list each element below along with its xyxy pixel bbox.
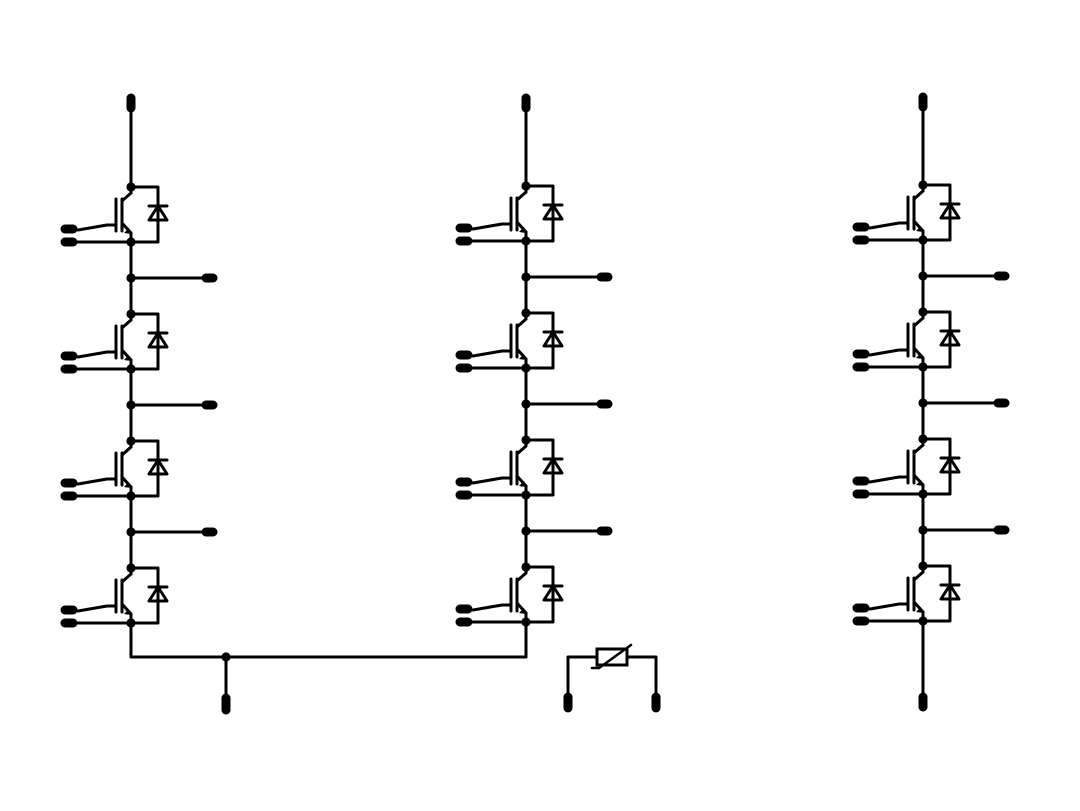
diode-loop bbox=[524, 311, 555, 370]
diode-triangle-icon bbox=[147, 204, 169, 222]
diode-loop bbox=[524, 565, 555, 624]
igbt-diode-switch-icon bbox=[60, 436, 169, 501]
leg-3 bbox=[852, 92, 1010, 712]
diode-loop bbox=[921, 310, 952, 369]
diode-triangle-icon bbox=[939, 583, 961, 601]
diode-triangle-icon bbox=[147, 458, 169, 476]
thermistor-slash bbox=[590, 643, 633, 670]
gate-lead bbox=[76, 223, 118, 232]
diode-triangle-icon bbox=[147, 331, 169, 349]
diode-loop bbox=[129, 439, 160, 498]
gate-lead bbox=[868, 602, 910, 611]
gate-lead bbox=[868, 221, 910, 230]
emitter-arrow-icon bbox=[124, 355, 131, 361]
diode-triangle-icon bbox=[939, 456, 961, 474]
leg-2 bbox=[455, 93, 613, 627]
thermistor-body-icon bbox=[595, 647, 629, 667]
igbt-diode-switch-icon bbox=[852, 180, 961, 245]
igbt-diode-switch-icon bbox=[852, 434, 961, 499]
emitter-arrow-icon bbox=[916, 353, 923, 359]
diode-loop bbox=[129, 312, 160, 371]
diode-loop bbox=[524, 438, 555, 497]
igbt-diode-switch-icon bbox=[455, 308, 564, 373]
diode-loop bbox=[129, 185, 160, 244]
gate-lead bbox=[868, 475, 910, 484]
gate-lead bbox=[76, 350, 118, 359]
emitter-arrow-icon bbox=[124, 609, 131, 615]
emitter-arrow-icon bbox=[519, 354, 526, 360]
diode-triangle-icon bbox=[939, 202, 961, 220]
gate-lead bbox=[471, 349, 513, 358]
gate-lead bbox=[471, 222, 513, 231]
diode-loop bbox=[524, 184, 555, 243]
igbt-diode-switch-icon bbox=[60, 563, 169, 628]
leg-1 bbox=[60, 93, 218, 628]
emitter-arrow-icon bbox=[519, 608, 526, 614]
igbt-diode-switch-icon bbox=[60, 309, 169, 374]
diode-triangle-icon bbox=[542, 584, 564, 602]
igbt-diode-switch-icon bbox=[60, 182, 169, 247]
gate-lead bbox=[76, 604, 118, 613]
diode-triangle-icon bbox=[542, 330, 564, 348]
emitter-arrow-icon bbox=[124, 482, 131, 488]
inverter-legs bbox=[60, 92, 1010, 712]
diode-triangle-icon bbox=[542, 457, 564, 475]
diode-loop bbox=[921, 437, 952, 496]
diode-triangle-icon bbox=[542, 203, 564, 221]
emitter-arrow-icon bbox=[124, 228, 131, 234]
igbt-diode-switch-icon bbox=[455, 562, 564, 627]
igbt-diode-switch-icon bbox=[852, 561, 961, 626]
diode-triangle-icon bbox=[147, 585, 169, 603]
igbt-diode-switch-icon bbox=[852, 307, 961, 372]
gate-lead bbox=[868, 348, 910, 357]
diode-loop bbox=[921, 183, 952, 242]
igbt-diode-switch-icon bbox=[455, 181, 564, 246]
thermistor bbox=[563, 643, 661, 713]
diode-triangle-icon bbox=[939, 329, 961, 347]
diode-loop bbox=[921, 564, 952, 623]
emitter-arrow-icon bbox=[916, 480, 923, 486]
shared-emitter-bus bbox=[129, 620, 528, 715]
shared-bus-wire bbox=[129, 620, 528, 659]
gate-lead bbox=[471, 603, 513, 612]
gate-lead bbox=[76, 477, 118, 486]
emitter-arrow-icon bbox=[519, 227, 526, 233]
emitter-arrow-icon bbox=[916, 607, 923, 613]
diode-loop bbox=[129, 566, 160, 625]
thermistor-left-lead bbox=[566, 655, 599, 699]
igbt-diode-switch-icon bbox=[455, 435, 564, 500]
emitter-arrow-icon bbox=[519, 481, 526, 487]
gate-lead bbox=[471, 476, 513, 485]
thermistor-right-lead bbox=[625, 655, 658, 699]
emitter-arrow-icon bbox=[916, 226, 923, 232]
